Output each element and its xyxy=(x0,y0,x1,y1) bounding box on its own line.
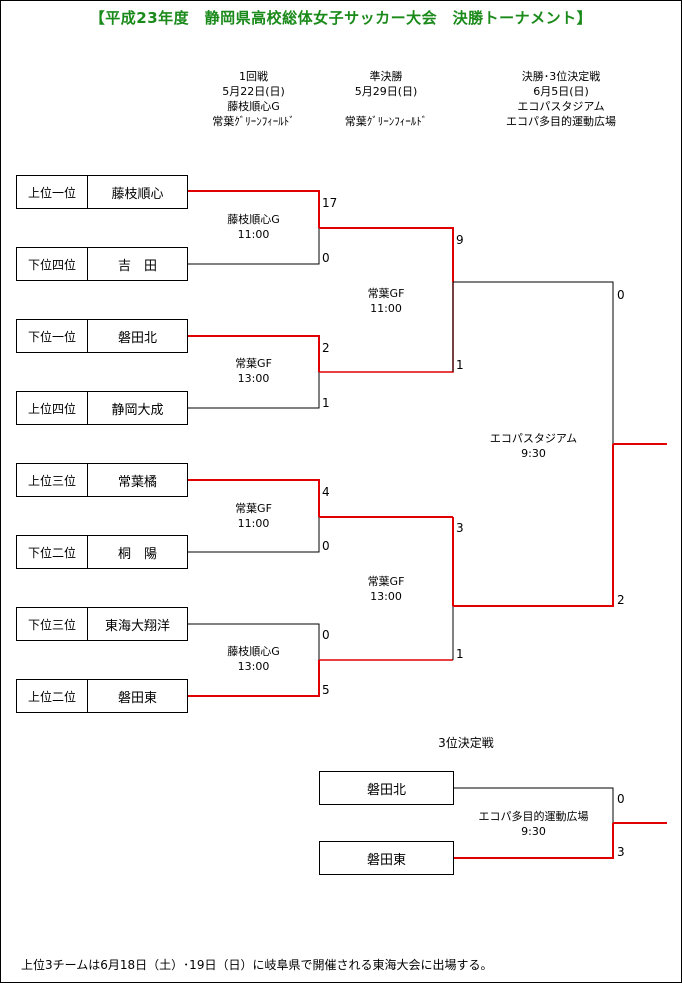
seed-rank: 上位四位 xyxy=(17,392,88,424)
team-name: 桐 陽 xyxy=(117,546,157,562)
r1-score: 1 xyxy=(322,396,330,410)
final-lines xyxy=(453,281,667,607)
seed-rank: 上位二位 xyxy=(17,680,88,712)
final-header: 決勝･3位決定戦 6月5日(日) エコパスタジアム エコパ多目的運動広場 xyxy=(506,70,616,128)
r1-match-2-lines xyxy=(187,335,320,409)
third-place-score: 3 xyxy=(617,845,625,859)
r1-match-3-lines xyxy=(187,479,320,553)
semi-score: 1 xyxy=(456,358,464,372)
seed-row: 下位三位 東海大翔洋 xyxy=(16,607,188,641)
seed-rank: 上位一位 xyxy=(17,176,88,208)
r1-venue-4: 藤枝順心G 13:00 xyxy=(227,645,280,673)
team-name: 静岡大成 xyxy=(111,402,164,418)
r1-score: 2 xyxy=(322,341,330,355)
third-place-score: 0 xyxy=(617,792,625,806)
third-place-lines xyxy=(453,787,667,859)
round1-header: 1回戦 5月22日(日) 藤枝順心G 常葉ｸﾞﾘｰﾝﾌｨｰﾙﾄﾞ xyxy=(212,70,295,128)
semi-1-lines xyxy=(319,227,454,373)
seed-row: 下位一位 磐田北 xyxy=(16,319,188,353)
third-place-label: 3位決定戦 xyxy=(438,736,494,750)
team-name: 東海大翔洋 xyxy=(104,618,170,634)
page-title: 【平成23年度 静岡県高校総体女子サッカー大会 決勝トーナメント】 xyxy=(89,9,593,27)
r1-venue-3: 常葉GF 11:00 xyxy=(235,502,272,530)
semi-score: 1 xyxy=(456,647,464,661)
seed-row: 上位三位 常葉橘 xyxy=(16,463,188,497)
semi-venue-2: 常葉GF 13:00 xyxy=(367,575,405,603)
semifinal-header: 準決勝 5月29日(日) 常葉ｸﾞﾘｰﾝﾌｨｰﾙﾄﾞ xyxy=(344,70,428,128)
semi-2-lines xyxy=(319,516,454,661)
r1-score: 0 xyxy=(322,251,330,265)
team-name: 磐田北 xyxy=(117,330,157,346)
final-score: 2 xyxy=(617,593,625,607)
footnote: 上位3チームは6月18日（土）･19日（日）に岐阜県で開催される東海大会に出場す… xyxy=(21,958,493,972)
seed-row: 下位四位 吉 田 xyxy=(16,247,188,281)
semi-venue-1: 常葉GF 11:00 xyxy=(367,287,405,315)
seed-row: 上位二位 磐田東 xyxy=(16,679,188,713)
seed-rank: 下位四位 xyxy=(17,248,88,280)
seed-rank: 上位三位 xyxy=(17,464,88,496)
seed-row: 上位四位 静岡大成 xyxy=(16,391,188,425)
semi-score: 3 xyxy=(456,521,464,535)
team-name: 磐田東 xyxy=(117,690,157,706)
semi-score: 9 xyxy=(456,233,464,247)
team-name: 藤枝順心 xyxy=(111,186,164,202)
seed-rank: 下位一位 xyxy=(17,320,88,352)
r1-score: 17 xyxy=(322,196,338,210)
seed-row: 上位一位 藤枝順心 xyxy=(16,175,188,209)
final-score: 0 xyxy=(617,288,625,302)
third-place-team: 磐田東 xyxy=(319,841,454,875)
r1-venue-1: 藤枝順心G 11:00 xyxy=(227,213,280,241)
r1-venue-2: 常葉GF 13:00 xyxy=(235,357,272,385)
third-place-team: 磐田北 xyxy=(319,771,454,805)
seed-rank: 下位二位 xyxy=(17,536,88,568)
team-name: 吉 田 xyxy=(117,258,157,274)
r1-score: 0 xyxy=(322,539,330,553)
final-venue: エコパスタジアム 9:30 xyxy=(489,432,578,460)
team-name: 常葉橘 xyxy=(117,474,157,490)
seed-rank: 下位三位 xyxy=(17,608,88,640)
r1-match-1-lines xyxy=(187,190,320,265)
third-place-venue: エコパ多目的運動広場 9:30 xyxy=(478,810,589,838)
r1-score: 5 xyxy=(322,683,330,697)
seed-row: 下位二位 桐 陽 xyxy=(16,535,188,569)
r1-score: 4 xyxy=(322,485,330,499)
r1-match-4-lines xyxy=(187,623,320,697)
r1-score: 0 xyxy=(322,628,330,642)
